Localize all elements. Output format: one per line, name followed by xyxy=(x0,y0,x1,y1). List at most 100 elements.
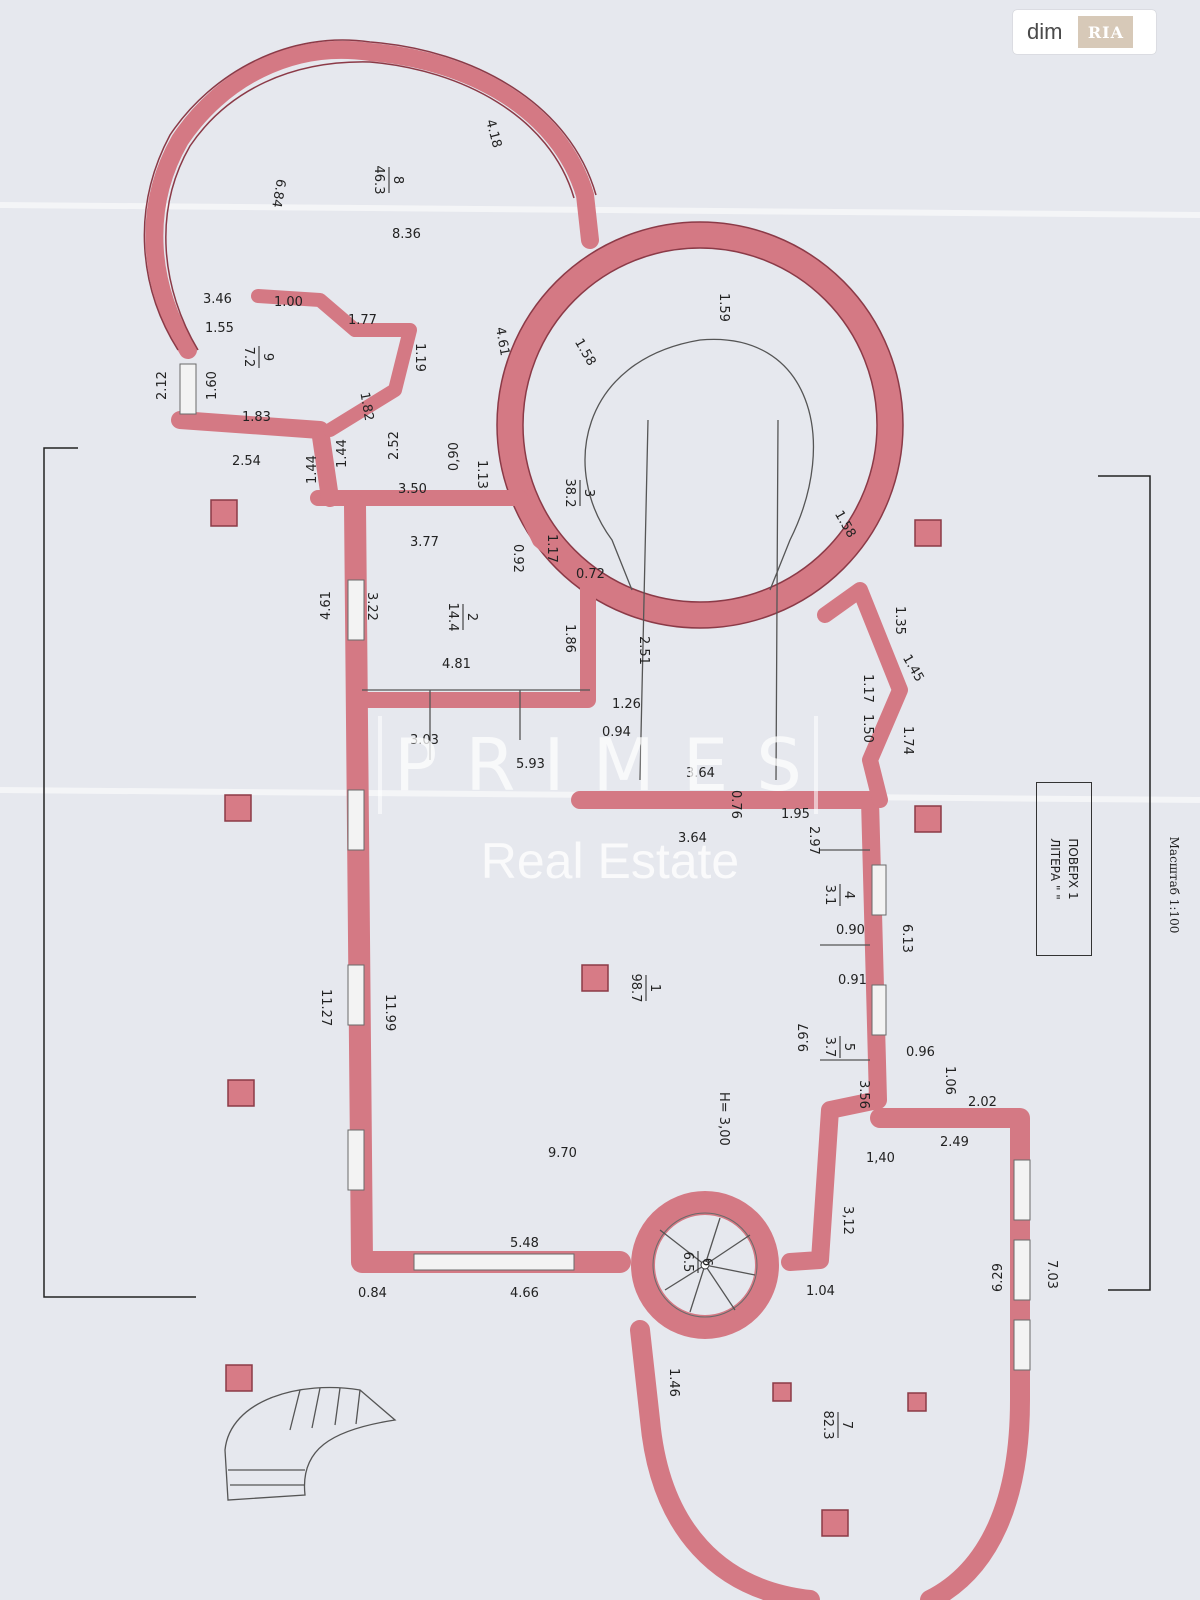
dim-label: 1.59 xyxy=(716,293,731,322)
dim-label: 1.77 xyxy=(348,313,377,328)
room-label-6: 6 6.5 xyxy=(680,1251,714,1273)
stage-outline xyxy=(584,338,815,591)
room-area: 46.3 xyxy=(371,166,386,195)
dim-label: 4.61 xyxy=(319,591,334,620)
wall-room-9 xyxy=(171,411,339,507)
floor-legend-box xyxy=(1036,782,1092,956)
wall-room-3 xyxy=(497,222,903,628)
dim-label: 0.96 xyxy=(906,1045,935,1060)
dim-label: 0.91 xyxy=(838,973,867,988)
dim-label: 1.13 xyxy=(474,460,489,489)
dim-label: 1.17 xyxy=(544,534,559,563)
wall-room-9-inner xyxy=(251,289,417,437)
dim-label: 2.02 xyxy=(968,1095,997,1110)
dim-label: 1.19 xyxy=(412,343,427,372)
dim-label: 9.97 xyxy=(797,1023,812,1052)
room-number: 8 xyxy=(390,176,405,184)
room-label-8: 8 46.3 xyxy=(371,166,405,195)
dim-label: 6.29 xyxy=(991,1263,1006,1292)
floor-legend-line: ЛІТЕРА " " xyxy=(1048,838,1062,900)
room-number: 9 xyxy=(260,353,275,361)
wall-edge xyxy=(496,221,904,629)
dim-label: 0,90 xyxy=(447,442,462,471)
badge-ria-logo: RIA xyxy=(1078,16,1134,48)
dim-label: 3.77 xyxy=(410,535,439,550)
dim-label: 9.70 xyxy=(548,1146,577,1161)
dim-label: 2.52 xyxy=(387,431,402,460)
window xyxy=(871,864,887,916)
pillar xyxy=(224,794,252,822)
window xyxy=(347,579,365,641)
dim-label: 4.61 xyxy=(492,326,512,357)
partition-lines xyxy=(820,849,870,1061)
dim-label: 1.50 xyxy=(860,714,875,743)
dim-label: 3.50 xyxy=(398,482,427,497)
room-area: 7.2 xyxy=(241,347,256,368)
wall-room-3-corridor xyxy=(817,582,908,808)
pillar xyxy=(772,1382,792,1402)
room-area: 38.2 xyxy=(562,479,577,508)
watermark-letter: R xyxy=(465,723,516,807)
dim-label: 2.12 xyxy=(155,371,170,400)
room-label-9: 9 7.2 xyxy=(241,346,275,368)
dim-label: 3.64 xyxy=(686,766,715,781)
dim-label: 0.90 xyxy=(836,923,865,938)
exterior-stair xyxy=(224,1386,397,1501)
dim-label: 1.04 xyxy=(806,1284,835,1299)
dim-label: 11.27 xyxy=(318,989,333,1026)
dim-ria-badge[interactable]: dim RIA xyxy=(1013,10,1156,54)
scale-label: Масштаб 1:100 xyxy=(1167,836,1181,934)
dim-label: 2.51 xyxy=(636,636,651,665)
room-number: 2 xyxy=(464,613,479,621)
wall-edge xyxy=(522,247,878,603)
room-area: 6.5 xyxy=(680,1252,695,1273)
dim-label: 1.44 xyxy=(305,455,320,484)
dim-label: 0.94 xyxy=(602,725,631,740)
dim-label: 2.49 xyxy=(940,1135,969,1150)
dim-label: 1.26 xyxy=(612,697,641,712)
pillar xyxy=(914,805,942,833)
room-area: 14.4 xyxy=(445,603,460,632)
dim-label: 7.03 xyxy=(1044,1260,1059,1289)
pillar xyxy=(210,499,238,527)
room-label-7: 7 82.3 xyxy=(820,1411,854,1440)
room-area: 3.1 xyxy=(822,885,837,906)
dim-label: 1.06 xyxy=(942,1066,957,1095)
dim-label: 3,12 xyxy=(840,1206,855,1235)
room-label-4: 4 3.1 xyxy=(822,884,856,906)
watermark-letter: P xyxy=(394,723,438,807)
dim-label: 11.99 xyxy=(382,994,397,1031)
dim-label: 1,40 xyxy=(866,1151,895,1166)
dim-label: 6.84 xyxy=(268,178,288,209)
dim-label: 1.82 xyxy=(356,391,376,422)
dim-label: 1.00 xyxy=(274,295,303,310)
pillar xyxy=(225,1364,253,1392)
watermark-logo: P R I M E S xyxy=(378,716,818,814)
dim-label: 3.56 xyxy=(856,1080,871,1109)
wall-room-7-left xyxy=(630,1320,820,1600)
room-number: 4 xyxy=(841,891,856,899)
dim-label: 5.48 xyxy=(510,1236,539,1251)
watermark-letter: S xyxy=(756,723,802,807)
floor-legend: ПОВЕРХ 1 ЛІТЕРА " " xyxy=(1046,838,1082,900)
partition-lines xyxy=(362,689,590,760)
stair-outline xyxy=(652,1212,758,1318)
room-area: 98.7 xyxy=(628,974,643,1003)
paper-fold-line xyxy=(0,202,1200,218)
window xyxy=(1013,1239,1031,1301)
dim-label: 1.35 xyxy=(892,606,907,635)
window xyxy=(1013,1319,1031,1371)
dim-label: 1.46 xyxy=(666,1368,681,1397)
room-label-1: 1 98.7 xyxy=(628,974,662,1003)
wall-edge xyxy=(143,39,597,351)
badge-dim-text: dim xyxy=(1027,19,1063,44)
dim-label: 3.64 xyxy=(678,831,707,846)
dim-label: 1.83 xyxy=(242,410,271,425)
room-label-3: 3 38.2 xyxy=(562,479,596,508)
room-number: 3 xyxy=(581,489,596,497)
wall-room-7-right xyxy=(870,1108,1030,1600)
frame-bracket-right xyxy=(1098,475,1151,1291)
dim-label: 4.66 xyxy=(510,1286,539,1301)
wall-room-1-right xyxy=(571,791,887,1271)
